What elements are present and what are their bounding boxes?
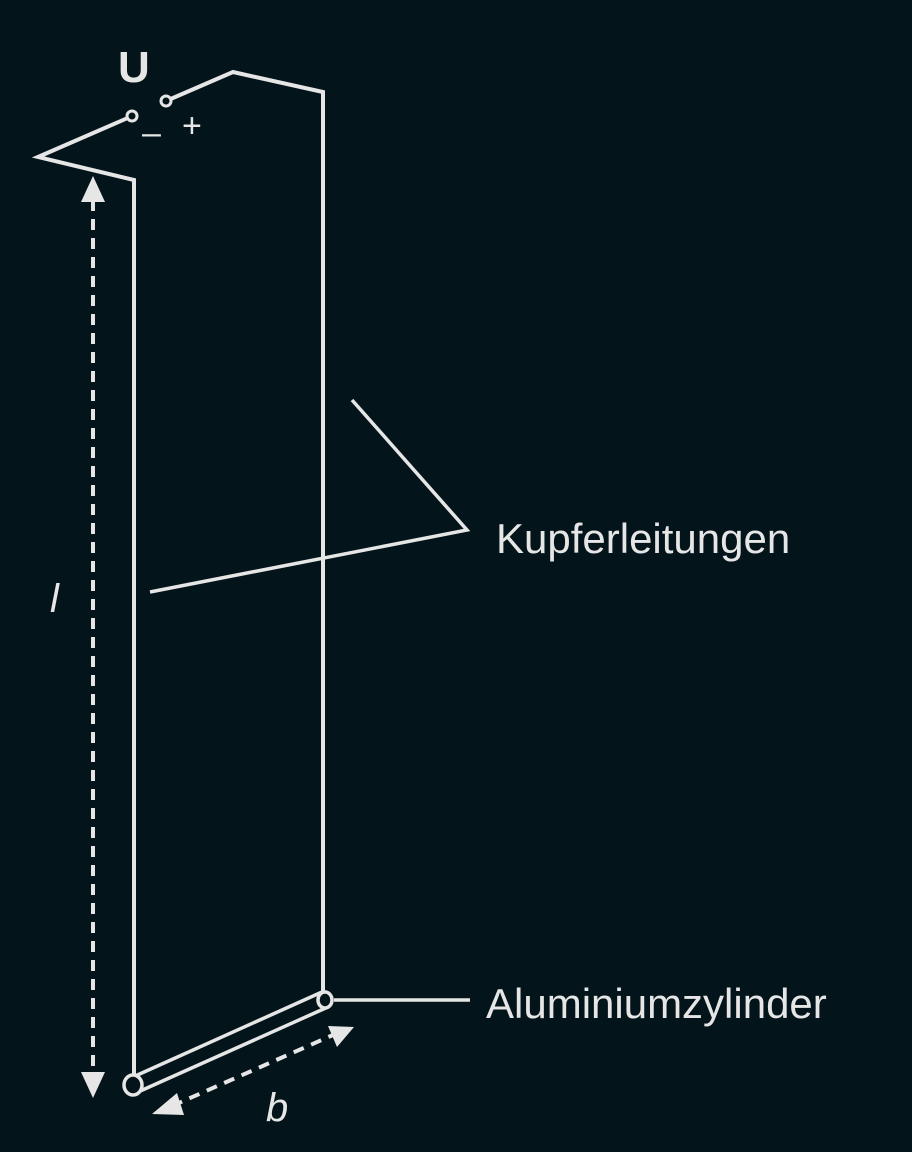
cylinder-top-edge [132, 990, 323, 1079]
left-copper-wire [31, 115, 136, 1082]
right-copper-wire [165, 69, 325, 996]
width-dimension-line [171, 1033, 334, 1108]
length-variable-label: l [50, 577, 60, 621]
width-arrowhead-right [328, 1026, 354, 1047]
minus-terminal [125, 109, 139, 123]
cylinder-bottom-edge [137, 1005, 329, 1094]
copper-label-leader [149, 398, 471, 594]
aluminium-cylinder-label: Aluminiumzylinder [486, 980, 827, 1027]
cylinder-near-end [122, 1073, 144, 1097]
cylinder-far-end [316, 990, 334, 1010]
minus-sign: – [142, 114, 161, 152]
plus-terminal [159, 94, 173, 108]
width-variable-label: b [266, 1086, 288, 1130]
length-arrowhead-top [81, 176, 105, 202]
voltage-label: U [118, 43, 150, 92]
copper-wires-label: Kupferleitungen [496, 515, 790, 562]
length-arrowhead-bottom [81, 1072, 105, 1098]
width-arrowhead-left [152, 1093, 184, 1115]
plus-sign: + [182, 107, 202, 145]
